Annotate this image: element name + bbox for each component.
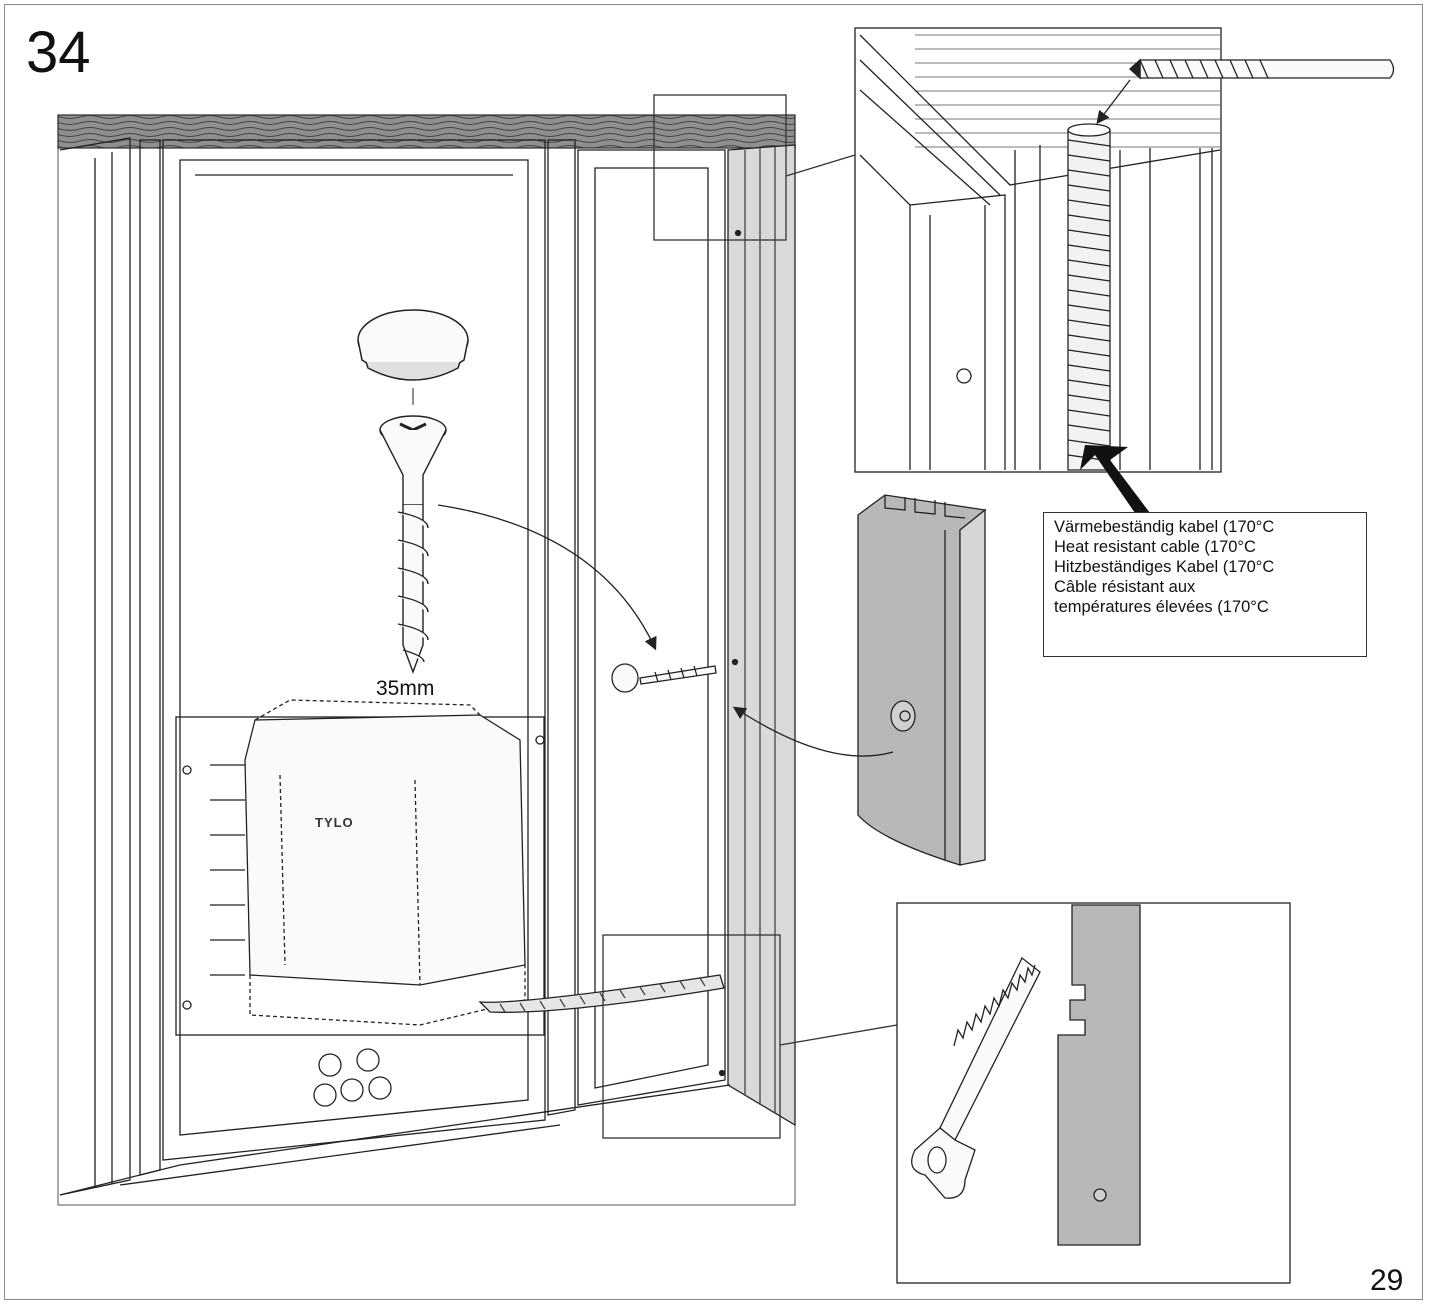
screw-icon bbox=[379, 415, 447, 675]
main-scene bbox=[57, 94, 898, 1206]
detail-inset-top bbox=[854, 27, 1395, 473]
screw-length-label: 35mm bbox=[376, 677, 435, 700]
cable-note-line: températures élevées (170°C bbox=[1054, 598, 1269, 616]
arrow-icon bbox=[732, 706, 894, 757]
cable-note-line: Câble résistant aux bbox=[1054, 578, 1196, 596]
cable-note-line: Hitzbeständiges Kabel (170°C bbox=[1054, 558, 1275, 576]
panel-piece bbox=[857, 494, 987, 866]
saw-icon bbox=[911, 956, 1041, 1199]
page-number: 29 bbox=[1370, 1264, 1404, 1297]
cable-note-line: Heat resistant cable (170°C bbox=[1054, 538, 1256, 556]
cable-note-line: Värmebeständig kabel (170°C bbox=[1054, 518, 1275, 536]
step-number: 34 bbox=[26, 20, 91, 85]
cable-note-box: Värmebeständig kabel (170°C Heat resista… bbox=[1043, 512, 1367, 657]
heater-brand-label: TYLO bbox=[315, 815, 354, 830]
plug-cap-icon bbox=[357, 309, 469, 381]
page-frame bbox=[4, 4, 1423, 1300]
arrow-icon bbox=[437, 504, 657, 651]
small-screw-assembly bbox=[611, 663, 717, 693]
thick-arrow-icon bbox=[1080, 445, 1150, 513]
detail-inset-bottom bbox=[896, 902, 1291, 1284]
